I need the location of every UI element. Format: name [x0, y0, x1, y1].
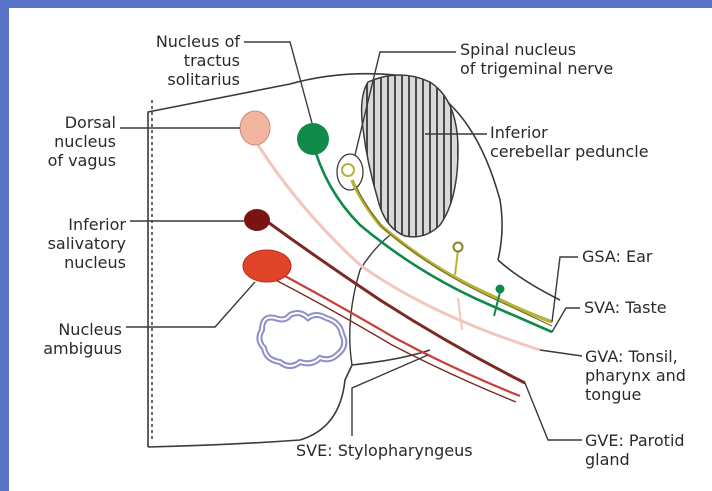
label-nucleus-tractus-solitarius: Nucleus of tractus solitarius [108, 32, 240, 89]
leader-sve [352, 355, 428, 436]
spinal-trigeminal-nucleus-shape [337, 154, 363, 190]
medulla-inner-boundary [350, 235, 390, 365]
dorsal-nucleus-vagus-shape [240, 111, 270, 145]
leader-nucleus-ambiguus [126, 282, 255, 327]
gva-branch [458, 298, 462, 330]
nucleus-tractus-solitarius-shape [297, 123, 329, 155]
label-gve-parotid-gland: GVE: Parotid gland [585, 431, 707, 469]
leader-gve [525, 383, 582, 440]
label-inferior-cerebellar-peduncle: Inferior cerebellar peduncle [490, 123, 690, 161]
label-gva-tonsil-pharynx-tongue: GVA: Tonsil, pharynx and tongue [585, 347, 707, 404]
leader-gva [540, 350, 582, 356]
sva-ganglion-dot [496, 285, 505, 294]
gsa-ganglion-dot [454, 243, 463, 252]
label-dorsal-nucleus-vagus: Dorsal nucleus of vagus [20, 113, 116, 170]
leader-gsa-ear [552, 257, 578, 322]
label-inferior-salivatory-nucleus: Inferior salivatory nucleus [20, 215, 126, 272]
label-sva-taste: SVA: Taste [584, 298, 704, 317]
label-gsa-ear: GSA: Ear [582, 247, 702, 266]
nucleus-ambiguus-shape [243, 250, 291, 282]
label-nucleus-ambiguus: Nucleus ambiguus [20, 320, 122, 358]
label-sve-stylopharyngeus: SVE: Stylopharyngeus [296, 441, 496, 460]
leader-sva-taste [552, 308, 580, 332]
inferior-cerebellar-peduncle-shape [362, 75, 458, 237]
gsa-branch [455, 250, 458, 275]
label-spinal-nucleus-trigeminal: Spinal nucleus of trigeminal nerve [460, 40, 630, 78]
inferior-salivatory-nucleus-shape [244, 209, 270, 231]
